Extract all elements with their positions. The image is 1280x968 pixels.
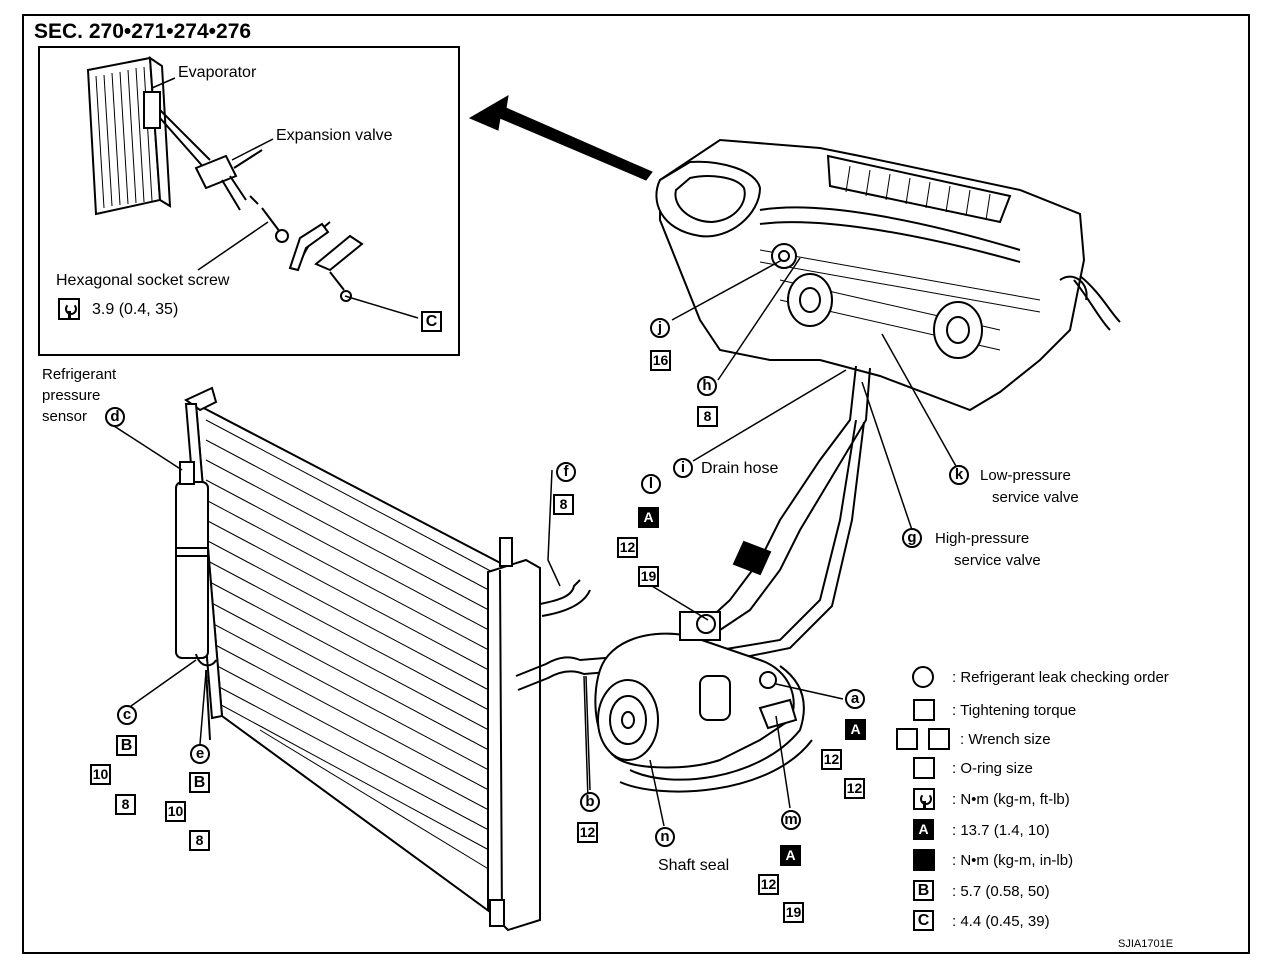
callout-b: b bbox=[580, 792, 600, 812]
refrigerant-label-line3: sensor bbox=[42, 408, 88, 425]
legend-wrench-inlb-icon bbox=[913, 849, 935, 871]
refrigerant-label-line2: pressure bbox=[42, 387, 101, 404]
box-10-c: 10 bbox=[90, 764, 111, 785]
high-pressure-label-2: service valve bbox=[954, 552, 1041, 569]
legend-tightening: : Tightening torque bbox=[952, 702, 1077, 719]
box-12-m: 12 bbox=[758, 874, 779, 895]
callout-d: d bbox=[105, 407, 125, 427]
legend-nm-ftlb: : N•m (kg-m, ft-lb) bbox=[952, 791, 1070, 808]
callout-l: l bbox=[641, 474, 661, 494]
box-8-h: 8 bbox=[697, 406, 718, 427]
expansion-valve-drawing bbox=[194, 149, 364, 302]
figure-reference: SJIA1701E bbox=[1118, 938, 1174, 950]
legend-wrench-square-2 bbox=[928, 728, 950, 750]
box-A-l: A bbox=[638, 507, 659, 528]
callout-g: g bbox=[902, 528, 922, 548]
legend-nm-inlb: : N•m (kg-m, in-lb) bbox=[952, 852, 1074, 869]
legend-C-value: : 4.4 (0.45, 39) bbox=[952, 913, 1050, 930]
compressor-drawing bbox=[594, 611, 813, 793]
box-12-a2: 12 bbox=[844, 778, 865, 799]
callout-n: n bbox=[655, 827, 675, 847]
callout-h: h bbox=[697, 376, 717, 396]
box-19-l: 19 bbox=[638, 566, 659, 587]
shaft-seal-label: Shaft seal bbox=[658, 857, 730, 874]
drain-hose-label: Drain hose bbox=[701, 460, 779, 477]
legend-wrench-ftlb-icon bbox=[913, 788, 935, 810]
legend-wrench-square-1 bbox=[896, 728, 918, 750]
refrigerant-label-line1: Refrigerant bbox=[42, 366, 117, 383]
callout-c: c bbox=[117, 705, 137, 725]
legend-box-B: B bbox=[913, 880, 934, 901]
legend-leak-order: : Refrigerant leak checking order bbox=[952, 669, 1169, 686]
box-8-f: 8 bbox=[553, 494, 574, 515]
box-19-m: 19 bbox=[783, 902, 804, 923]
box-A-a: A bbox=[845, 719, 866, 740]
legend-wrench-size: : Wrench size bbox=[960, 731, 1051, 748]
expansion-valve-label: Expansion valve bbox=[276, 127, 393, 144]
legend-A-value: : 13.7 (1.4, 10) bbox=[952, 822, 1050, 839]
low-pressure-label-1: Low-pressure bbox=[980, 467, 1071, 484]
legend-oring-size: : O-ring size bbox=[952, 760, 1033, 777]
section-header: SEC. 270•271•274•276 bbox=[34, 20, 252, 43]
box-12-a1: 12 bbox=[821, 749, 842, 770]
box-B-c: B bbox=[116, 735, 137, 756]
box-A-m: A bbox=[780, 845, 801, 866]
box-8-c: 8 bbox=[115, 794, 136, 815]
legend-square-icon bbox=[913, 699, 935, 721]
evaporator-inset bbox=[38, 46, 460, 356]
box-16-j: 16 bbox=[650, 350, 671, 371]
callout-i: i bbox=[673, 458, 693, 478]
legend-box-A: A bbox=[913, 819, 934, 840]
hexagonal-socket-screw-label: Hexagonal socket screw bbox=[56, 272, 230, 289]
callout-e: e bbox=[190, 744, 210, 764]
callout-k: k bbox=[949, 465, 969, 485]
condenser-drawing bbox=[175, 386, 541, 932]
diagram-frame bbox=[22, 14, 1250, 954]
legend-oring-square bbox=[913, 757, 935, 779]
torque-box-c: C bbox=[421, 311, 442, 332]
box-10-e: 10 bbox=[165, 801, 186, 822]
hex-screw-torque: 3.9 (0.4, 35) bbox=[92, 301, 179, 318]
evaporator-drawing bbox=[86, 56, 211, 216]
callout-f: f bbox=[556, 462, 576, 482]
callout-j: j bbox=[650, 318, 670, 338]
legend-circle-icon bbox=[912, 666, 934, 688]
wrench-icon bbox=[58, 298, 80, 320]
legend-B-value: : 5.7 (0.58, 50) bbox=[952, 883, 1050, 900]
evaporator-label: Evaporator bbox=[178, 64, 257, 81]
box-B-e: B bbox=[189, 772, 210, 793]
low-pressure-label-2: service valve bbox=[992, 489, 1079, 506]
legend-box-C: C bbox=[913, 910, 934, 931]
callout-a: a bbox=[845, 689, 865, 709]
box-12-l: 12 bbox=[617, 537, 638, 558]
box-12-b: 12 bbox=[577, 822, 598, 843]
callout-m: m bbox=[781, 810, 801, 830]
high-pressure-label-1: High-pressure bbox=[935, 530, 1030, 547]
box-8-e: 8 bbox=[189, 830, 210, 851]
